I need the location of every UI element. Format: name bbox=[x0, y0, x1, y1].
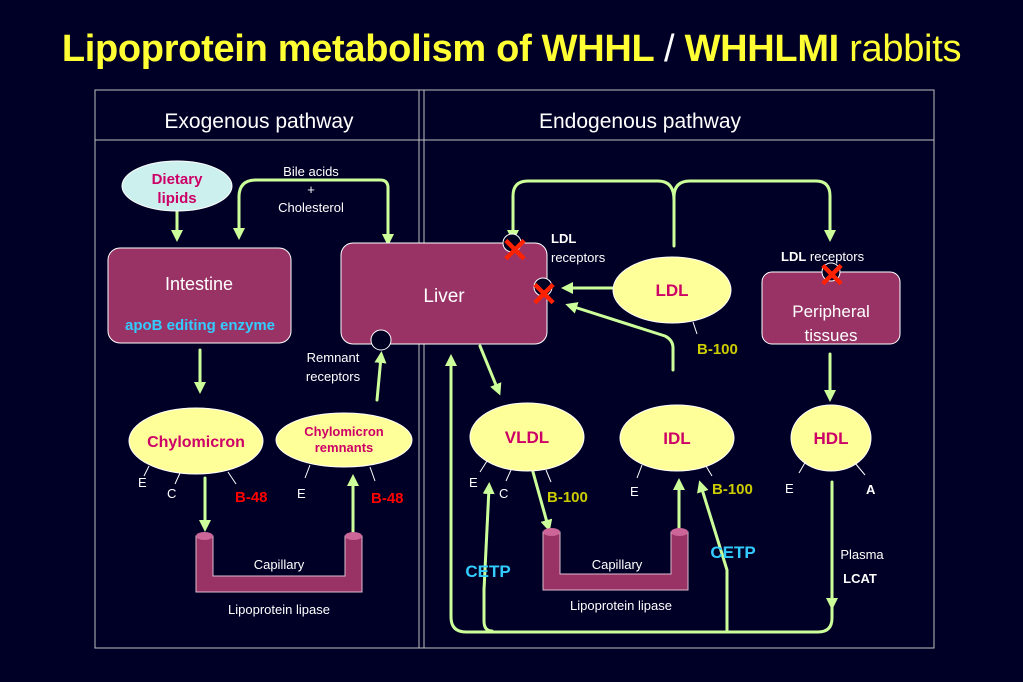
apob-editing-enzyme: apoB editing enzyme bbox=[125, 317, 275, 334]
apo-a-label: A bbox=[866, 482, 876, 497]
remnant-receptors-label-line1: Remnant bbox=[307, 350, 360, 365]
title-suffix: rabbits bbox=[849, 28, 962, 70]
dietary-label-line1: Dietary bbox=[152, 171, 204, 188]
title-main: Lipoprotein metabolism of WHHL bbox=[61, 28, 654, 70]
remnants-label-line2: remnants bbox=[315, 440, 374, 455]
peripheral-label-line2: tissues bbox=[805, 326, 858, 345]
intestine-label: Intestine bbox=[165, 274, 233, 294]
apo-e-label: E bbox=[138, 475, 147, 490]
peripheral-ldl-bold: LDL bbox=[781, 249, 806, 264]
chylomicron-node bbox=[128, 407, 264, 475]
arrow-bottom-return bbox=[445, 354, 834, 634]
arrow-split-liver bbox=[507, 179, 676, 242]
hdl-node bbox=[790, 404, 872, 472]
ldl-receptor-icon bbox=[533, 277, 553, 297]
cholesterol-label: Cholesterol bbox=[278, 200, 344, 215]
dietary-lipids-node bbox=[121, 160, 233, 212]
vldl-label: VLDL bbox=[505, 428, 549, 447]
apo-e-label: E bbox=[469, 475, 478, 490]
dietary-label-line2: lipids bbox=[157, 190, 196, 207]
lipoprotein-lipase-label: Lipoprotein lipase bbox=[228, 602, 330, 617]
arrow-idl-liver bbox=[565, 302, 675, 372]
arrow-bile-to-intestine bbox=[233, 178, 394, 246]
plasma-label: Plasma bbox=[840, 547, 884, 562]
remnants-label-line1: Chylomicron bbox=[304, 424, 384, 439]
cetp-label: CETP bbox=[710, 543, 755, 562]
idl-label: IDL bbox=[663, 429, 690, 448]
ldl-receptor-icon bbox=[502, 233, 522, 253]
arrow-ldl-split bbox=[672, 179, 836, 248]
capillary-label: Capillary bbox=[592, 557, 643, 572]
arrow-vldl-capillary bbox=[531, 470, 553, 532]
ldl-receptors-label-bold: LDL bbox=[551, 231, 576, 246]
page-title: Lipoprotein metabolism of WHHL / WHHLMI … bbox=[0, 28, 1023, 71]
blocked-x-icon: ✕ bbox=[530, 276, 559, 314]
blocked-x-icon: ✕ bbox=[501, 232, 530, 270]
b48-label: B-48 bbox=[235, 489, 268, 506]
ldl-label: LDL bbox=[655, 281, 688, 300]
lipoprotein-lipase-label: Lipoprotein lipase bbox=[570, 598, 672, 613]
diagram-frame bbox=[94, 89, 935, 649]
arrow-cetp-vldl bbox=[484, 488, 492, 633]
title-separator: / bbox=[664, 28, 675, 70]
chylomicron-label: Chylomicron bbox=[147, 434, 245, 451]
hdl-label: HDL bbox=[814, 429, 849, 448]
title-model: WHHLMI bbox=[684, 28, 840, 70]
peripheral-label-line1: Peripheral bbox=[792, 302, 870, 321]
remnant-receptors-label-line2: receptors bbox=[306, 369, 361, 384]
apo-e-label: E bbox=[630, 484, 639, 499]
peripheral-ldl-receptors-label: LDL receptors bbox=[781, 249, 865, 264]
ldl-receptors-label: receptors bbox=[551, 250, 606, 265]
exogenous-header: Exogenous pathway bbox=[164, 110, 354, 133]
capillary-label: Capillary bbox=[254, 557, 305, 572]
peripheral-receptors-text: receptors bbox=[810, 249, 865, 264]
cetp-label: CETP bbox=[465, 562, 510, 581]
apo-c-label: C bbox=[499, 486, 508, 501]
apo-e-label: E bbox=[785, 481, 794, 496]
apo-c-label: C bbox=[167, 486, 176, 501]
chylomicron-remnants-node bbox=[275, 412, 413, 468]
liver-label: Liver bbox=[423, 286, 465, 307]
ldl-receptor-icon bbox=[821, 262, 841, 282]
intestine-box bbox=[107, 247, 292, 344]
capillary-right bbox=[542, 528, 689, 591]
bile-acids-label: Bile acids bbox=[283, 164, 339, 179]
b100-label: B-100 bbox=[712, 481, 753, 498]
b100-label: B-100 bbox=[547, 489, 588, 506]
arrow-cetp-idl bbox=[697, 480, 729, 632]
idl-node bbox=[619, 404, 735, 472]
remnant-receptor-icon bbox=[370, 329, 392, 351]
blocked-x-icon: ✕ bbox=[818, 257, 847, 295]
bile-plus-label: + bbox=[307, 182, 315, 197]
apo-ticks bbox=[143, 321, 866, 485]
lcat-label: LCAT bbox=[843, 571, 877, 586]
arrow-liver-vldl bbox=[478, 344, 502, 396]
ldl-node bbox=[612, 256, 732, 324]
endogenous-header: Endogenous pathway bbox=[539, 110, 741, 133]
b100-label: B-100 bbox=[697, 341, 738, 358]
vldl-node bbox=[469, 402, 585, 472]
arrows bbox=[171, 178, 838, 634]
b48-label: B-48 bbox=[371, 490, 404, 507]
apo-e-label: E bbox=[297, 486, 306, 501]
arrow-remnants-liver bbox=[374, 351, 387, 402]
capillary-left bbox=[195, 532, 363, 593]
